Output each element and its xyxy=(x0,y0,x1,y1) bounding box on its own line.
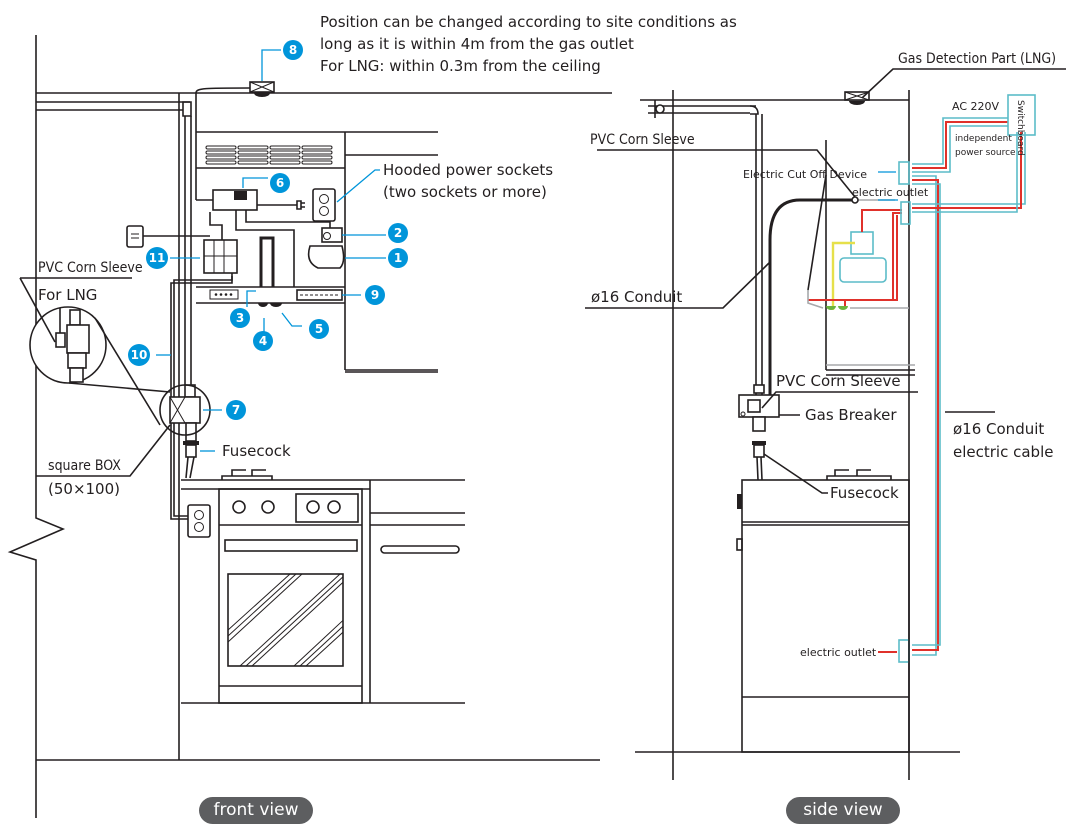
wall-break-line xyxy=(7,35,66,818)
power-source-label-1: independent xyxy=(955,134,1012,144)
upper-outlet-label: electric outlet xyxy=(852,186,929,199)
svg-text:front view: front view xyxy=(214,800,299,820)
for-lng-label: For LNG xyxy=(38,286,97,304)
detail-fitting xyxy=(55,308,90,383)
lower-outlet-label: electric outlet xyxy=(800,646,877,659)
front-view-caption: front view xyxy=(199,797,313,824)
svg-text:7: 7 xyxy=(232,403,240,417)
badge-2: 2 xyxy=(388,223,408,243)
svg-text:5: 5 xyxy=(315,322,323,336)
fusecock-label-front: Fusecock xyxy=(222,442,291,460)
hooded-sockets-label-1: Hooded power sockets xyxy=(383,161,553,179)
badge-4: 4 xyxy=(253,331,273,351)
gas-tank xyxy=(307,245,345,269)
oven-control-panel xyxy=(295,493,359,523)
hooded-power-socket xyxy=(312,188,336,222)
square-box-label-1: square BOX xyxy=(48,458,121,474)
gas-detector-front xyxy=(249,81,275,97)
hood-vents xyxy=(205,145,333,165)
cutoff-device-box xyxy=(898,161,910,185)
badge-8: 8 xyxy=(283,40,303,60)
pvc-sleeve-mid-label: PVC Corn Sleeve xyxy=(776,372,901,390)
svg-text:11: 11 xyxy=(149,251,166,265)
switchboard xyxy=(1007,94,1036,136)
side-view-caption: side view xyxy=(786,797,900,824)
power-source-label-2: power source xyxy=(955,148,1016,158)
conduit-label: ø16 Conduit xyxy=(591,288,682,306)
oven-handle xyxy=(224,539,358,552)
lower-power-socket xyxy=(187,504,211,538)
ac-220v-label: AC 220V xyxy=(952,100,1000,113)
note-line-3: For LNG: within 0.3m from the ceiling xyxy=(320,57,601,75)
pvc-sleeve-top-label: PVC Corn Sleeve xyxy=(590,132,695,148)
fusecock-side xyxy=(752,441,766,445)
sensor-5 xyxy=(270,303,282,307)
svg-text:3: 3 xyxy=(236,311,244,325)
lower-outlet-box xyxy=(898,639,910,663)
badge-5: 5 xyxy=(309,319,329,339)
drawer-handle xyxy=(380,545,460,554)
svg-text:1: 1 xyxy=(394,251,402,265)
fusecock-label-side: Fusecock xyxy=(830,484,899,502)
wall-switch xyxy=(126,225,144,248)
front-view: 8 6 2 1 9 3 4 5 10 7 11 Position can be … xyxy=(7,13,737,824)
badge-1: 1 xyxy=(388,248,408,268)
svg-text:4: 4 xyxy=(259,334,267,348)
svg-text:8: 8 xyxy=(289,43,297,57)
fusecock-front xyxy=(183,441,199,445)
hooded-sockets-label-2: (two sockets or more) xyxy=(383,183,547,201)
switchboard-label: Switchboard xyxy=(1015,100,1025,156)
square-box-label-2: (50×100) xyxy=(48,480,120,498)
badge-10: 10 xyxy=(128,344,150,366)
badge-7: 7 xyxy=(226,400,246,420)
svg-text:6: 6 xyxy=(276,176,284,190)
badge-11: 11 xyxy=(146,247,168,269)
note-line-1: Position can be changed according to sit… xyxy=(320,13,737,31)
upper-outlet-box xyxy=(900,201,911,225)
svg-text:side view: side view xyxy=(803,800,882,820)
pvc-sleeve-label-front: PVC Corn Sleeve xyxy=(38,260,143,276)
oven xyxy=(218,488,363,704)
badge-6: 6 xyxy=(270,173,290,193)
ground-terminals xyxy=(826,306,848,310)
gas-breaker-label: Gas Breaker xyxy=(805,406,897,424)
note-line-2: long as it is within 4m from the gas out… xyxy=(320,35,634,53)
hood-buttons xyxy=(209,289,239,300)
badge-9: 9 xyxy=(365,285,385,305)
square-box xyxy=(169,396,201,424)
range-side xyxy=(741,479,910,753)
badge-3: 3 xyxy=(230,308,250,328)
gas-detector-side xyxy=(844,91,870,105)
sensor-4 xyxy=(258,303,268,307)
conduit-cable-label-2: electric cable xyxy=(953,443,1053,461)
svg-text:2: 2 xyxy=(394,226,402,240)
valve-actuator xyxy=(321,227,343,243)
cutoff-device-label: Electric Cut Off Device xyxy=(743,168,867,181)
svg-text:10: 10 xyxy=(131,348,148,362)
side-view: Switchboard Gas Detection Part (LNG) PVC… xyxy=(585,51,1066,824)
conduit-cable-label-1: ø16 Conduit xyxy=(953,420,1044,438)
svg-text:9: 9 xyxy=(371,288,379,302)
gas-detection-label: Gas Detection Part (LNG) xyxy=(898,51,1056,67)
